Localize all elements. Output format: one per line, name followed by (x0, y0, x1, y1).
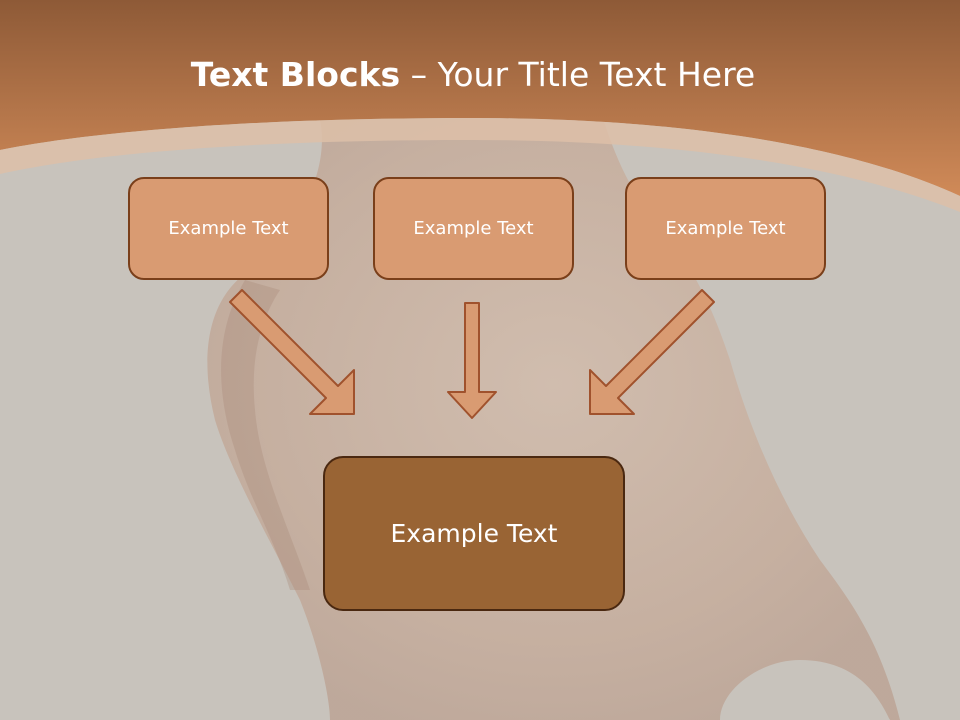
text-block-right[interactable]: Example Text (625, 177, 826, 280)
header-swoosh (0, 118, 960, 212)
title-rest-part: – Your Title Text Here (410, 55, 756, 94)
text-block-main[interactable]: Example Text (323, 456, 625, 611)
text-block-right-label: Example Text (665, 218, 786, 239)
text-block-left[interactable]: Example Text (128, 177, 329, 280)
title-bold-part: Text Blocks (190, 55, 401, 94)
header-band (0, 0, 960, 196)
text-block-main-label: Example Text (390, 519, 558, 548)
text-block-center-label: Example Text (413, 218, 534, 239)
text-block-center[interactable]: Example Text (373, 177, 574, 280)
slide-title: Text Blocks – Your Title Text Here (0, 52, 946, 98)
text-block-left-label: Example Text (168, 218, 289, 239)
